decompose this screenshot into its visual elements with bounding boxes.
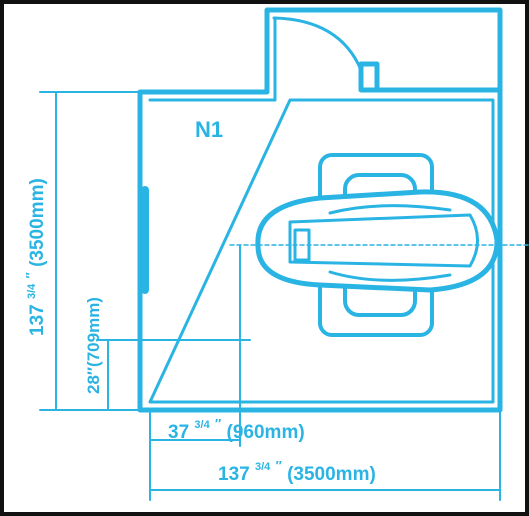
depth-fraction: 3/4 bbox=[26, 283, 38, 299]
depth-dimension-label: 137 3/4 ″ (3500mm) bbox=[19, 178, 48, 336]
offset-x-whole: 37 bbox=[168, 422, 189, 443]
offset-y-text: 28″(709mm) bbox=[84, 297, 103, 394]
width-label: 137 3/4 ″ (3500mm) bbox=[218, 454, 376, 485]
offset-y-label: 28″(709mm) bbox=[84, 297, 103, 394]
offset-x-label: 37 3/4 ″ (960mm) bbox=[168, 412, 305, 443]
depth-whole: 137 bbox=[27, 304, 48, 336]
door-leaf bbox=[273, 16, 363, 92]
svg-text:137 3/4 ″ (3: 137 3/4 ″ (3500mm) bbox=[19, 178, 48, 336]
width-metric: (3500mm) bbox=[287, 464, 376, 485]
room-label: N1 bbox=[195, 117, 223, 142]
depth-metric: (3500mm) bbox=[27, 178, 48, 267]
width-whole: 137 bbox=[218, 464, 250, 485]
table-cushion-bottom bbox=[328, 270, 452, 282]
depth-inch: ″ bbox=[23, 272, 38, 278]
offset-x-fraction: 3/4 bbox=[194, 419, 210, 431]
offset-x-metric: (960mm) bbox=[227, 422, 305, 443]
offset-x-inch: ″ bbox=[215, 416, 221, 431]
treatment-table-inner bbox=[288, 213, 479, 268]
width-inch: ″ bbox=[276, 458, 282, 473]
table-cushion-top bbox=[328, 204, 452, 215]
width-fraction: 3/4 bbox=[255, 461, 271, 473]
